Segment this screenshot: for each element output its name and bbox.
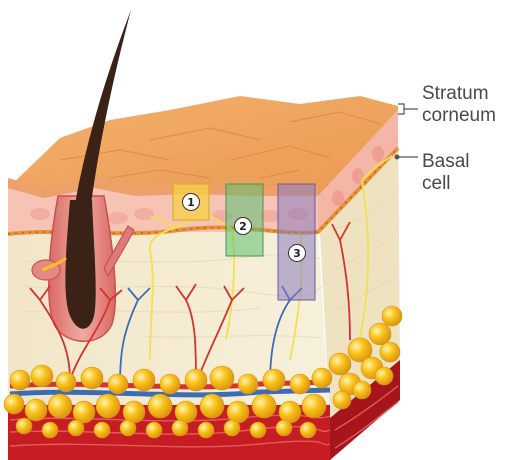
stratum-corneum-label-line2: corneum — [422, 105, 496, 127]
marker-3-region — [278, 184, 315, 300]
basal-cell-label-line2: cell — [422, 173, 470, 195]
stratum-corneum-label: Stratum corneum — [422, 83, 496, 127]
marker-1-badge: 1 — [183, 194, 200, 211]
marker-3-badge: 3 — [289, 245, 306, 262]
stratum-corneum-label-line1: Stratum — [422, 83, 496, 105]
marker-2-badge: 2 — [235, 218, 252, 235]
basal-cell-label: Basal cell — [422, 151, 470, 195]
marker-3-number: 3 — [293, 247, 301, 260]
marker-2-number: 2 — [239, 220, 247, 233]
stratum-corneum-leader — [398, 104, 418, 114]
basal-cell-label-line1: Basal — [422, 151, 470, 173]
marker-1-number: 1 — [187, 196, 195, 209]
hair-root — [65, 200, 95, 329]
